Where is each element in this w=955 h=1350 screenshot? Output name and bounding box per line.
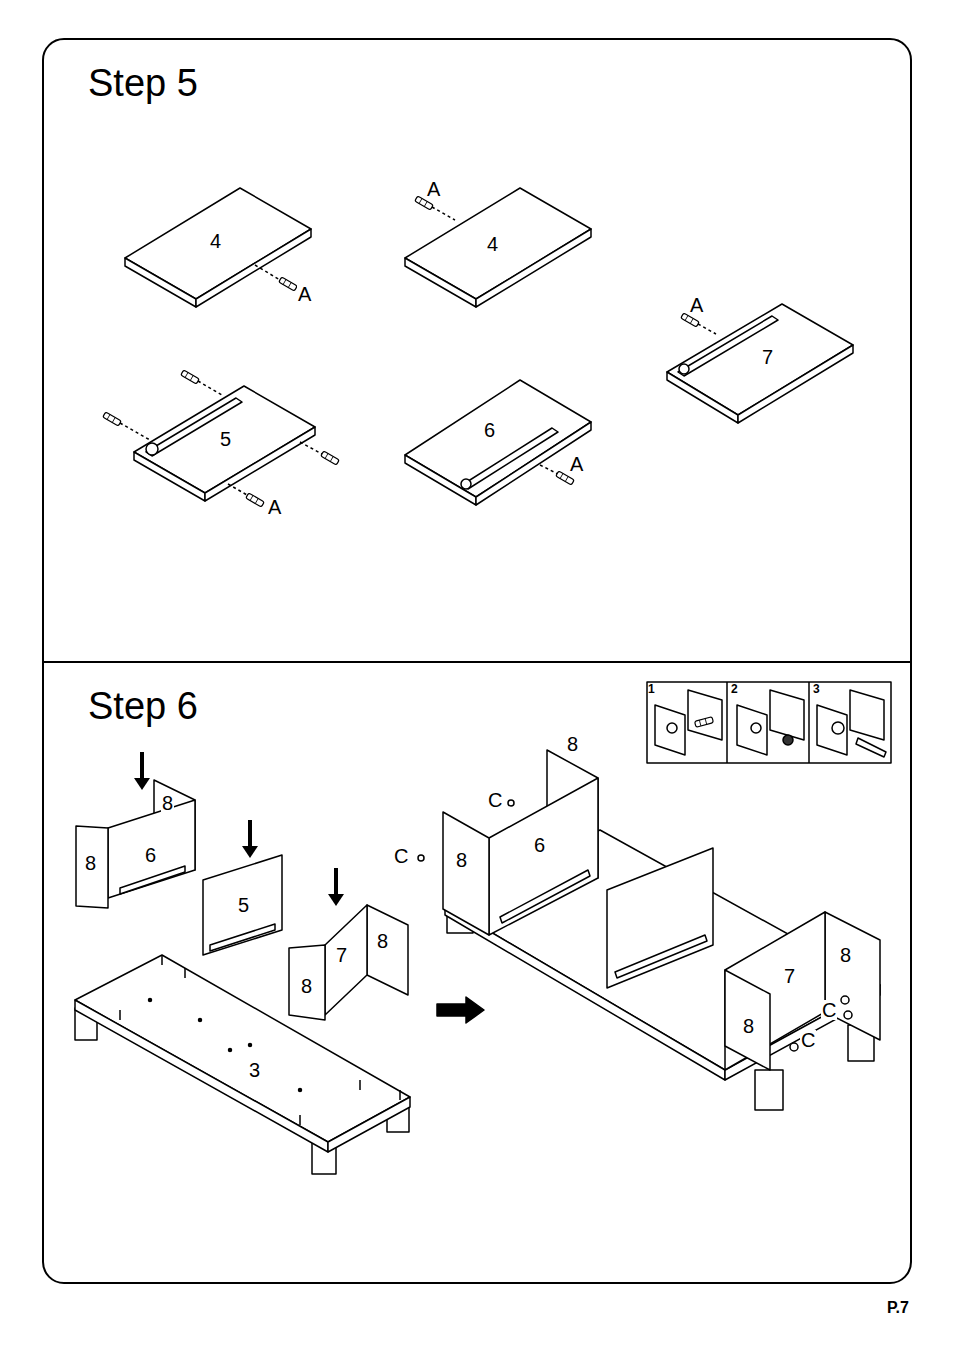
callout-label: 8 [566,734,579,754]
callout-label: A [297,284,312,304]
inset-number: 3 [812,683,821,695]
callout-label: 6 [144,845,157,865]
callout-label: 8 [84,853,97,873]
callout-label: 8 [161,793,174,813]
callout-label: A [689,295,704,315]
step-panel: Step 6 [42,661,912,1284]
inset-number: 1 [647,683,656,695]
callout-label: 8 [376,931,389,951]
callout-label: 7 [761,347,774,367]
callout-label: A [267,497,282,517]
callout-label: C [821,1000,837,1020]
inset-number: 2 [730,683,739,695]
callout-label: C [393,846,409,866]
callout-label: 3 [248,1060,261,1080]
callout-label: C [487,790,503,810]
callout-label: 4 [486,234,499,254]
callout-label: C [800,1030,816,1050]
page-number: P.7 [886,1300,910,1316]
callout-label: 5 [219,429,232,449]
callout-label: 7 [335,945,348,965]
callout-label: A [426,179,441,199]
step-title: Step 5 [88,62,198,105]
step-title: Step 6 [88,685,198,728]
callout-label: 4 [209,231,222,251]
callout-label: 5 [237,895,250,915]
callout-label: 8 [742,1016,755,1036]
callout-label: 6 [483,420,496,440]
callout-label: 8 [455,850,468,870]
step-panel: Step 5 [42,38,912,663]
callout-label: 8 [839,945,852,965]
callout-label: 7 [783,966,796,986]
callout-label: A [569,454,584,474]
callout-label: 6 [533,835,546,855]
callout-label: 8 [300,976,313,996]
